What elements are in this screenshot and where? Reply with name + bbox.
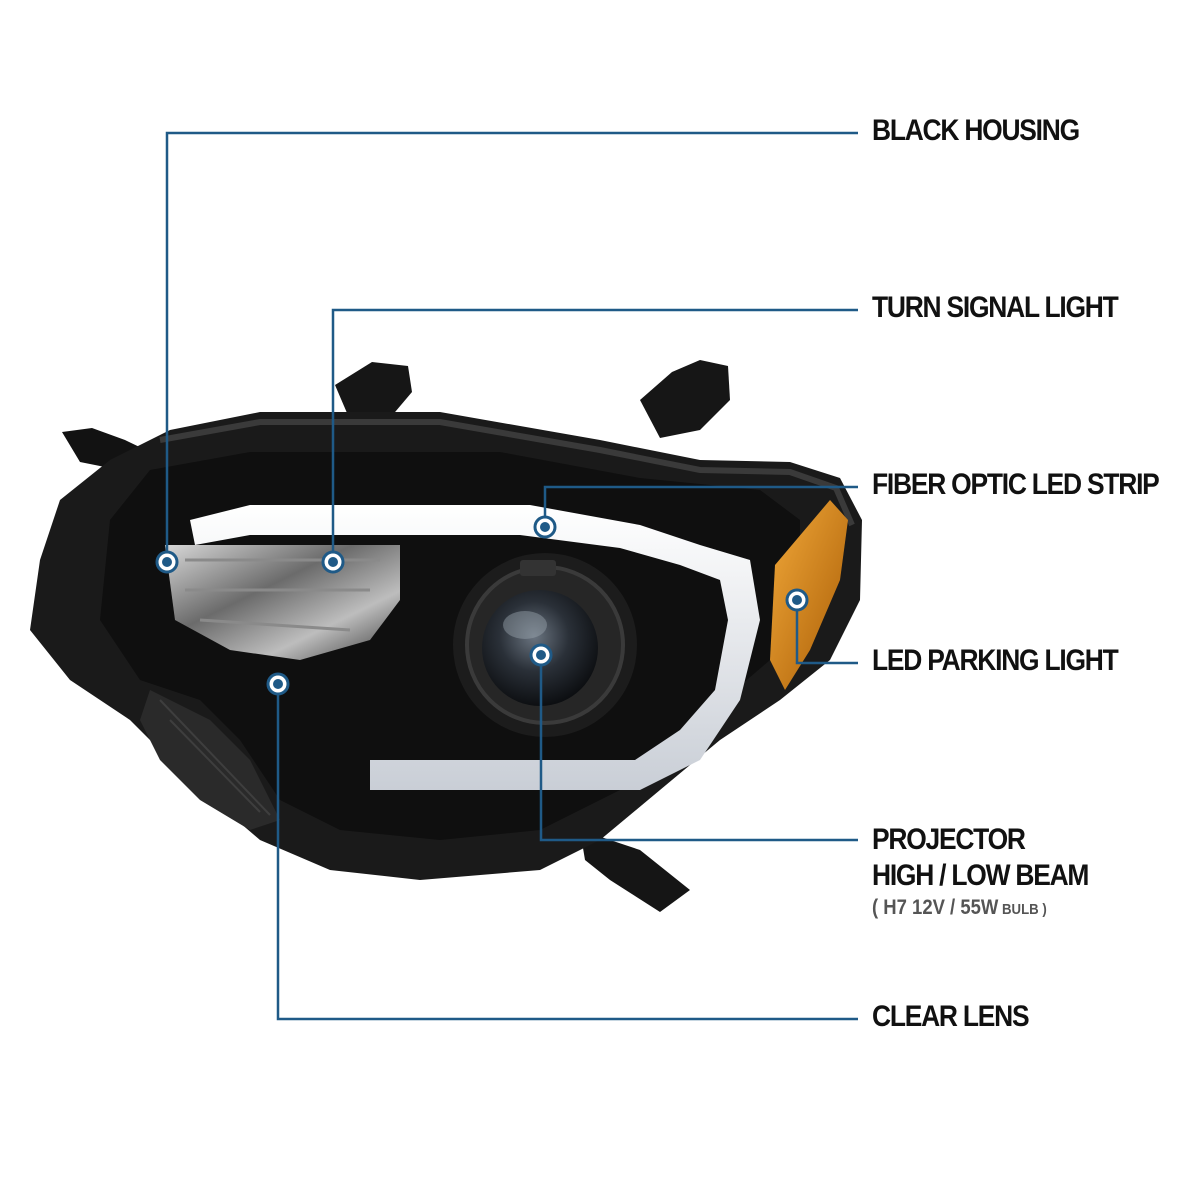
- spec-open: (: [872, 896, 884, 919]
- leader-lines: [165, 131, 858, 1021]
- label-projector-line1: PROJECTOR: [872, 823, 1026, 856]
- label-projector-spec: ( H7 12V / 55W BULB ): [872, 896, 1088, 920]
- spec-bulb: BULB ): [998, 901, 1047, 918]
- leader-fiber-optic: [543, 485, 858, 527]
- label-projector: PROJECTOR HIGH / LOW BEAM ( H7 12V / 55W…: [872, 822, 1089, 920]
- callout-dots: [155, 515, 809, 696]
- spec-value: H7 12V / 55W: [883, 896, 999, 919]
- leader-parking-light: [795, 600, 858, 665]
- fiber-optic-strip: [190, 505, 760, 790]
- amber-parking-light: [770, 500, 848, 690]
- leader-black-housing: [165, 131, 858, 562]
- label-black-housing: BLACK HOUSING: [872, 114, 1080, 147]
- leader-projector: [539, 655, 858, 842]
- label-fiber-optic: FIBER OPTIC LED STRIP: [872, 468, 1160, 501]
- mount-tab-top-2: [640, 360, 730, 438]
- label-clear-lens: CLEAR LENS: [872, 1000, 1030, 1033]
- mount-tab-bottom: [580, 830, 690, 912]
- chrome-reflector: [165, 545, 400, 660]
- label-parking-light: LED PARKING LIGHT: [872, 644, 1119, 677]
- label-turn-signal: TURN SIGNAL LIGHT: [872, 291, 1119, 324]
- leader-turn-signal: [331, 308, 858, 562]
- label-projector-line2: HIGH / LOW BEAM: [872, 859, 1089, 892]
- mount-tab-top-1: [335, 362, 412, 420]
- leader-clear-lens: [276, 684, 858, 1021]
